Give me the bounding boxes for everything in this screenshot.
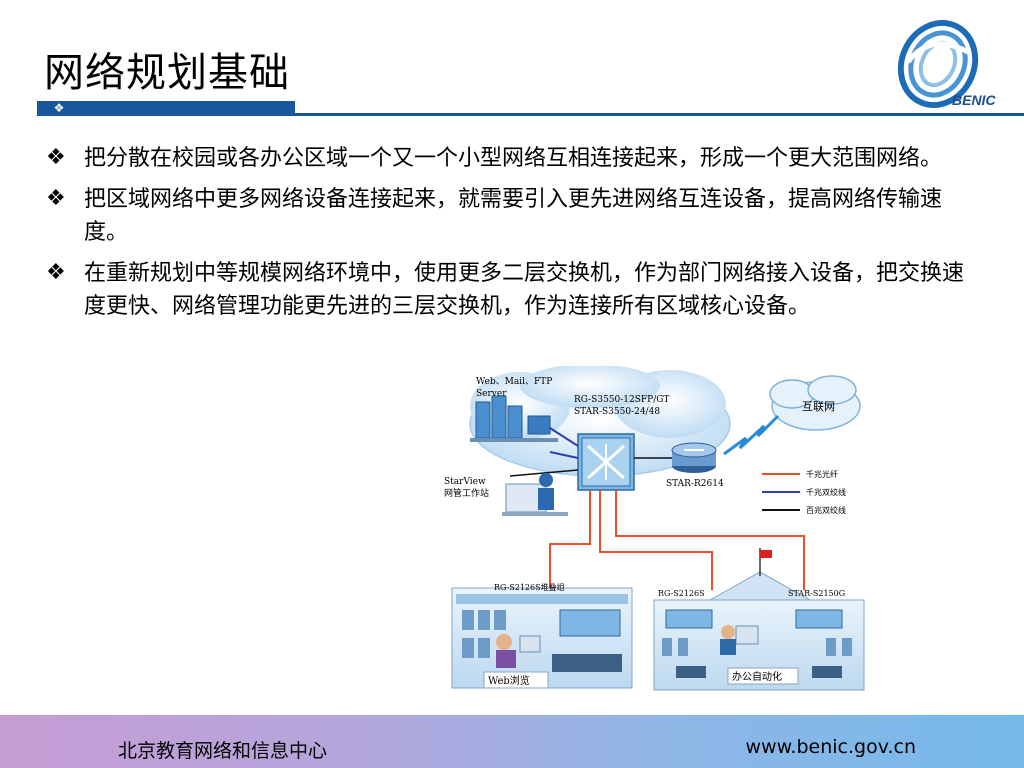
web-browse-label: Web浏览 [488,674,530,687]
access-switch-2-label: STAR-S2150G [788,589,845,598]
mgmt-label-1: StarView [444,477,486,487]
diamond-bullet-icon: ❖ [46,260,66,285]
server-rack-icon [470,395,558,442]
list-item: ❖ 在重新规划中等规模网络环境中，使用更多二层交换机，作为部门网络接入设备，把交… [44,257,974,323]
internet-label: 互联网 [802,400,835,413]
access-switch-1-label: RG-S2126S [658,589,705,598]
footer-bar: 北京教育网络和信息中心 www.benic.gov.cn [0,715,1024,768]
core-switch-model-1: RG-S3550-12SFP/GT [574,395,669,405]
wan-link-icon [723,414,780,456]
bullet-text: 把区域网络中更多网络设备连接起来，就需要引入更先进网络互连设备，提高网络传输速度… [84,187,943,245]
bullet-text: 把分散在校园或各办公区域一个又一个小型网络互相连接起来，形成一个更大范围网络。 [84,146,943,171]
legend-fast: 百兆双绞线 [806,505,846,515]
bullet-text: 在重新规划中等规模网络环境中，使用更多二层交换机，作为部门网络接入设备，把交换速… [84,261,965,319]
building-stack-group [451,587,633,689]
workstation-icon [502,473,568,516]
diamond-bullet-icon: ❖ [46,145,66,170]
server-label-2: Server [476,389,507,399]
title-underline-block [37,101,295,115]
core-switch-model-2: STAR-S3550-24/48 [574,407,660,417]
title-underline [37,113,1024,116]
building-office [653,548,865,691]
legend: 千兆光纤 千兆双绞线 百兆双绞线 [762,469,846,515]
stack-group-label: RG-S2126S堆叠组 [494,582,565,592]
bullet-marker-icon: ❖ [53,101,65,115]
list-item: ❖ 把分散在校园或各办公区域一个又一个小型网络互相连接起来，形成一个更大范围网络… [44,142,974,175]
bullet-list: ❖ 把分散在校园或各办公区域一个又一个小型网络互相连接起来，形成一个更大范围网络… [44,142,974,331]
mgmt-label-2: 网管工作站 [444,487,489,499]
diamond-bullet-icon: ❖ [46,186,66,211]
footer-org: 北京教育网络和信息中心 [118,740,328,762]
list-item: ❖ 把区域网络中更多网络设备连接起来，就需要引入更先进网络互连设备，提高网络传输… [44,183,974,249]
internet-cloud: 互联网 [769,375,861,431]
router-icon [671,442,717,473]
legend-gigabit: 千兆双绞线 [806,487,846,497]
slide-title: 网络规划基础 [44,50,290,96]
legend-fiber: 千兆光纤 [806,469,838,479]
router-label: STAR-R2614 [666,479,724,489]
logo-text: BENIC [952,92,996,108]
server-label: Web、Mail、FTP [476,377,552,387]
office-automation-label: 办公自动化 [732,670,782,683]
network-diagram: 互联网 Web、Mail、FTP Server RG-S3550-12SFP/G… [444,366,865,691]
footer-url[interactable]: www.benic.gov.cn [745,736,916,758]
core-switch-icon [577,433,635,491]
benic-logo-icon [897,20,979,108]
